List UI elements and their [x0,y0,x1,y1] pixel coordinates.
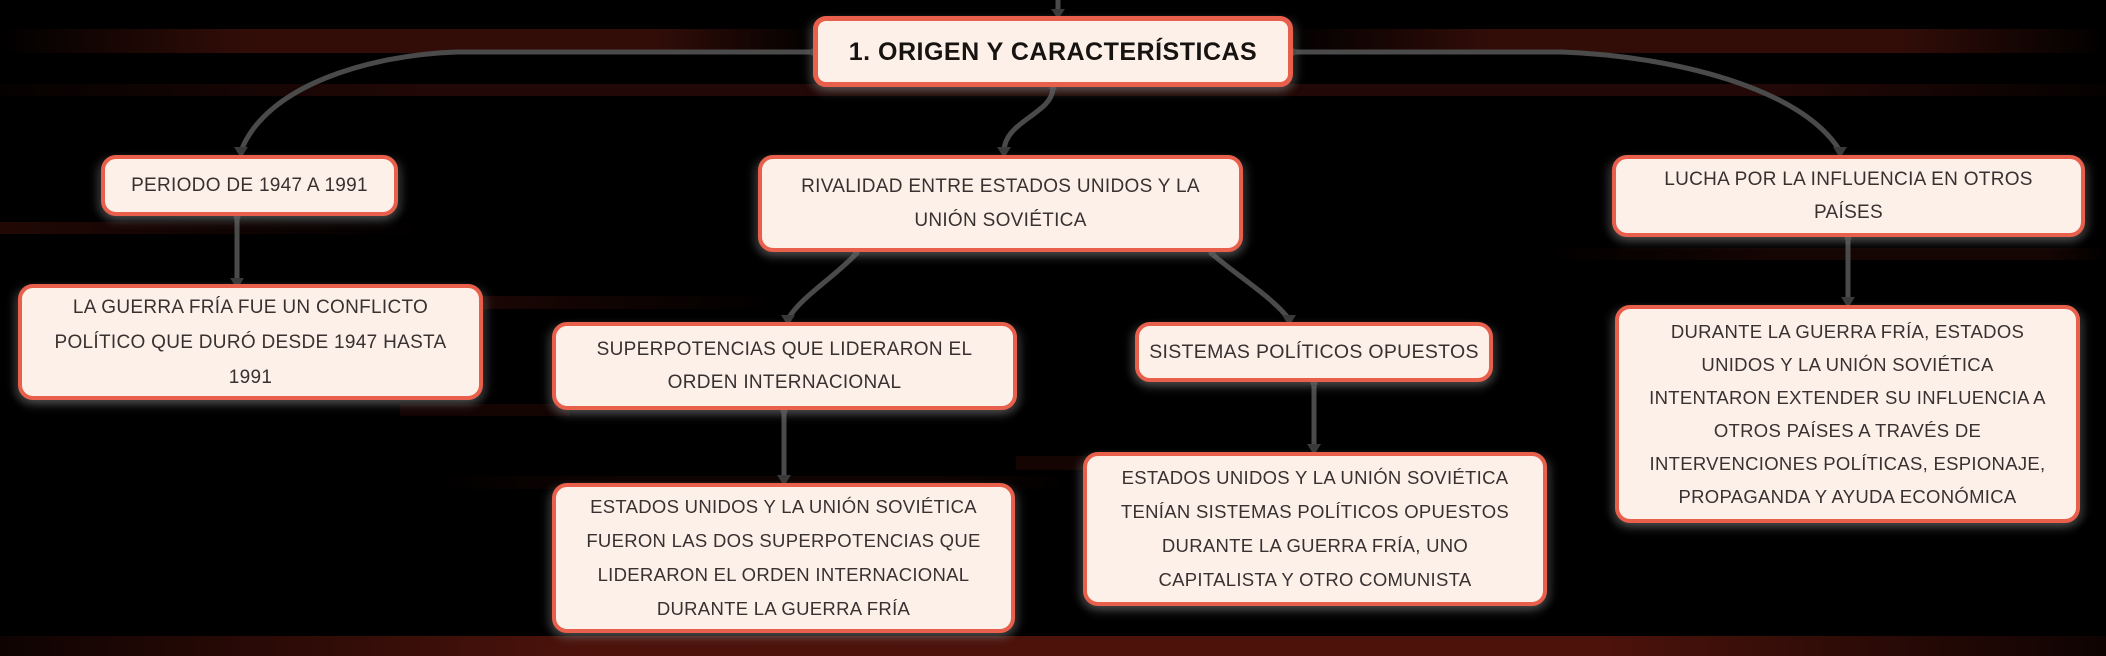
edge-arrow-nub [1307,444,1321,455]
node-origen-caracteristicas[interactable]: 1. ORIGEN Y CARACTERÍSTICAS [813,16,1293,87]
edge-title-rivalidad [1001,88,1056,152]
node-label: LA GUERRA FRÍA FUE UN CONFLICTO POLÍTICO… [54,296,447,388]
edge-rivalidad-superpotencias [785,252,858,321]
node-guerra-fria-conflicto[interactable]: LA GUERRA FRÍA FUE UN CONFLICTO POLÍTICO… [18,284,483,400]
edge-arrow-nub [234,147,248,158]
node-superpotencias[interactable]: SUPERPOTENCIAS QUE LIDERARON EL ORDEN IN… [552,322,1017,410]
node-estados-sistemas-detalle[interactable]: ESTADOS UNIDOS Y LA UNIÓN SOVIÉTICA TENÍ… [1083,452,1547,606]
node-label: 1. ORIGEN Y CARACTERÍSTICAS [848,37,1258,66]
edge-arrow-nub [777,475,791,486]
node-sistemas-opuestos[interactable]: SISTEMAS POLÍTICOS OPUESTOS [1135,322,1493,382]
node-estados-superpotencias-detalle[interactable]: ESTADOS UNIDOS Y LA UNIÓN SOVIÉTICA FUER… [552,483,1015,633]
edge-title-periodo [238,49,812,152]
node-periodo[interactable]: PERIODO DE 1947 A 1991 [101,155,398,216]
edge-arrow-nub [230,278,244,289]
edge-arrow-nub [781,315,795,326]
node-label: DURANTE LA GUERRA FRÍA, ESTADOS UNIDOS Y… [1649,321,2046,507]
node-durante-influencia-detalle[interactable]: DURANTE LA GUERRA FRÍA, ESTADOS UNIDOS Y… [1615,305,2080,523]
edge-arrow-nub [1833,147,1847,158]
node-label: ESTADOS UNIDOS Y LA UNIÓN SOVIÉTICA TENÍ… [1120,467,1510,590]
edge-rivalidad-sistemas [1210,252,1291,321]
node-label: SISTEMAS POLÍTICOS OPUESTOS [1149,341,1479,363]
node-label: RIVALIDAD ENTRE ESTADOS UNIDOS Y LA UNIÓ… [801,175,1200,231]
node-lucha-influencia[interactable]: LUCHA POR LA INFLUENCIA EN OTROS PAÍSES [1612,155,2085,237]
node-label: LUCHA POR LA INFLUENCIA EN OTROS PAÍSES [1664,169,2033,223]
edge-arrow-nub [1841,297,1855,308]
edge-arrow-nub [997,147,1011,158]
edge-arrow-nub [1282,315,1296,326]
edge-title-lucha [1294,49,1843,153]
node-label: ESTADOS UNIDOS Y LA UNIÓN SOVIÉTICA FUER… [586,496,981,619]
node-label: PERIODO DE 1947 A 1991 [131,174,368,196]
node-label: SUPERPOTENCIAS QUE LIDERARON EL ORDEN IN… [596,339,973,393]
node-rivalidad[interactable]: RIVALIDAD ENTRE ESTADOS UNIDOS Y LA UNIÓ… [758,155,1243,252]
edge-arrow-nub [1051,9,1065,19]
